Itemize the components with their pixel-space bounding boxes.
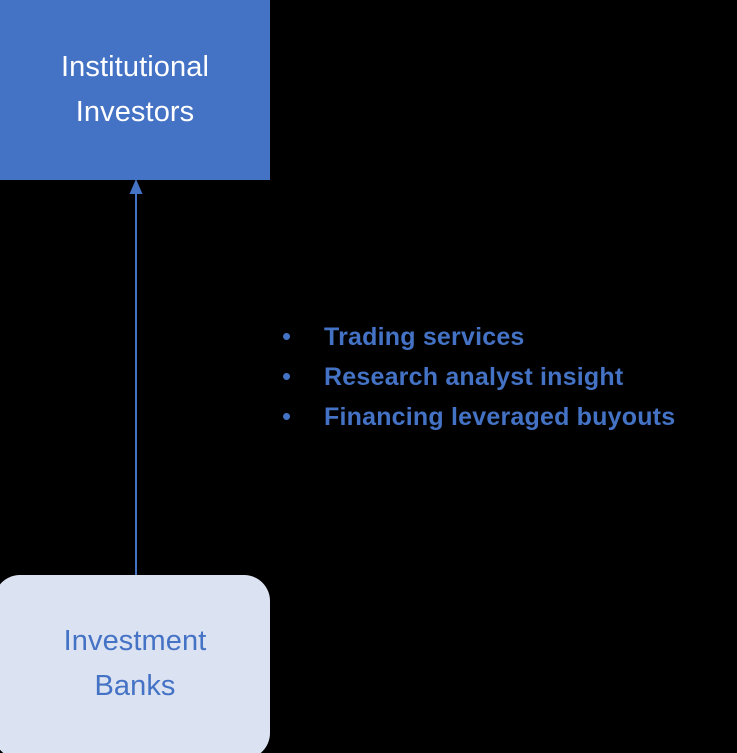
bullet-item-label-1: Trading services [324, 323, 525, 351]
connector-arrowhead-icon [129, 179, 143, 194]
connector-arrow-banks-to-investors [129, 179, 143, 576]
list-item: • Financing leveraged buyouts [282, 396, 732, 436]
bullet-item-label-2: Research analyst insight [324, 363, 624, 391]
list-item: • Trading services [282, 316, 732, 356]
list-item: • Research analyst insight [282, 356, 732, 396]
bullet-marker-icon: • [282, 401, 292, 431]
node-investment-banks-line-1: Investment [63, 625, 207, 657]
node-investment-banks-line-2: Banks [94, 670, 176, 702]
bullet-marker-icon: • [282, 321, 292, 351]
node-institutional-investors-line-2: Investors [75, 96, 195, 128]
node-investment-banks[interactable]: Investment Banks [0, 575, 270, 753]
node-institutional-investors[interactable]: Institutional Investors [0, 0, 270, 180]
node-institutional-investors-line-1: Institutional [61, 51, 209, 83]
bullet-item-label-3: Financing leveraged buyouts [324, 403, 676, 431]
services-bullet-list: • Trading services • Research analyst in… [282, 316, 732, 436]
bullet-marker-icon: • [282, 361, 292, 391]
